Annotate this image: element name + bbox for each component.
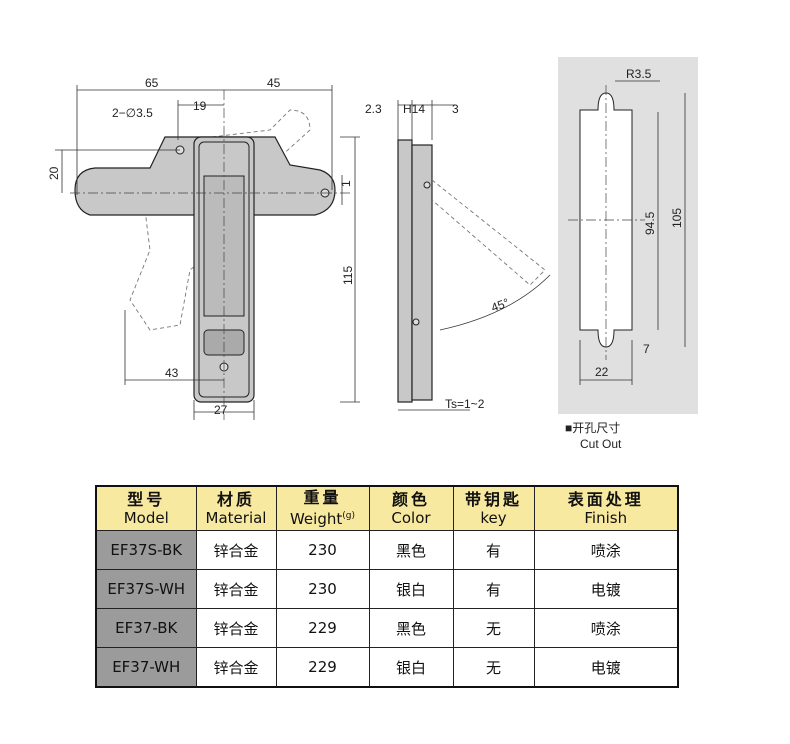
- cell-model: EF37S-WH: [95, 569, 197, 609]
- dim-r3.5: R3.5: [626, 67, 652, 81]
- cell-color: 银白: [368, 569, 454, 609]
- cutout-label-en: Cut Out: [580, 437, 622, 451]
- cell-material: 锌合金: [195, 647, 277, 688]
- cell-key: 无: [452, 647, 535, 688]
- dim-43: 43: [165, 366, 179, 380]
- cell-color: 黑色: [368, 608, 454, 648]
- cell-weight: 229: [275, 608, 370, 648]
- cell-finish: 喷涂: [533, 530, 679, 570]
- cell-key: 有: [452, 569, 535, 609]
- cell-material: 锌合金: [195, 569, 277, 609]
- cell-weight: 229: [275, 647, 370, 688]
- dim-7: 7: [643, 342, 650, 356]
- dim-1: 1: [339, 180, 353, 187]
- cell-weight: 230: [275, 569, 370, 609]
- cutout-view: R3.5 94.5 105 7 22 ■开孔尺寸 Cut Out: [558, 57, 698, 451]
- side-view: 2.3 H14 3 45° Ts=1~2: [365, 100, 551, 411]
- cell-finish: 电镀: [533, 569, 679, 609]
- dim-ts: Ts=1~2: [445, 397, 485, 411]
- cell-key: 无: [452, 608, 535, 648]
- dim-20: 20: [47, 166, 61, 180]
- cell-color: 银白: [368, 647, 454, 688]
- cell-material: 锌合金: [195, 608, 277, 648]
- cell-finish: 电镀: [533, 647, 679, 688]
- dim-22: 22: [595, 365, 609, 379]
- cutout-label-zh: ■开孔尺寸: [565, 421, 620, 435]
- dim-94.5: 94.5: [643, 211, 657, 235]
- cell-material: 锌合金: [195, 530, 277, 570]
- cell-model: EF37-WH: [95, 647, 197, 688]
- dim-45: 45: [267, 76, 281, 90]
- dim-27: 27: [214, 403, 228, 417]
- dim-65: 65: [145, 76, 159, 90]
- dim-115: 115: [341, 266, 355, 285]
- dim-19: 19: [193, 99, 207, 113]
- cell-color: 黑色: [368, 530, 454, 570]
- cell-finish: 喷涂: [533, 608, 679, 648]
- dim-h14: H14: [403, 102, 425, 116]
- dim-2.3: 2.3: [365, 102, 382, 116]
- dim-3: 3: [452, 102, 459, 116]
- dim-hole: 2−∅3.5: [112, 106, 153, 120]
- dim-45deg: 45°: [489, 295, 511, 314]
- front-view: 65 45 2−∅3.5 19 20 1 115 43 27: [47, 76, 360, 420]
- cell-model: EF37-BK: [95, 608, 197, 648]
- technical-drawing: 65 45 2−∅3.5 19 20 1 115 43 27 2.3 H14 3…: [47, 57, 698, 451]
- dim-105: 105: [670, 208, 684, 228]
- cell-model: EF37S-BK: [95, 530, 197, 570]
- cell-weight: 230: [275, 530, 370, 570]
- cell-key: 有: [452, 530, 535, 570]
